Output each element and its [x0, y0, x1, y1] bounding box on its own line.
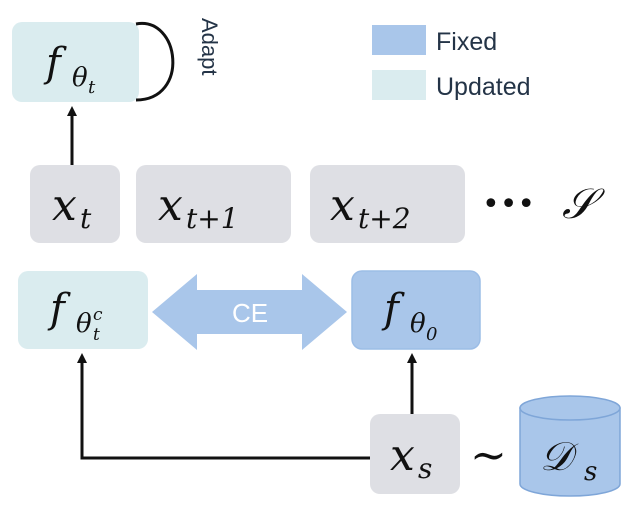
stream-symbol: 𝒮 [562, 179, 605, 228]
tilde-symbol: ∼ [470, 430, 507, 481]
f-theta-t-subsub: t [88, 77, 96, 98]
f-theta-tc-subsup: c [93, 305, 103, 325]
x-s-sub: s [418, 452, 432, 485]
sample-x-t-plus-2: x t+2 [310, 165, 465, 243]
model-f-theta-0: f θ 0 [351, 270, 481, 350]
d-s-sub: s [584, 457, 597, 487]
legend-updated-label: Updated [436, 73, 531, 101]
legend-fixed-swatch [372, 25, 426, 55]
source-dataset-cylinder: 𝒟 s [519, 395, 621, 497]
x-t-sub: t [80, 202, 92, 235]
f-theta-0-subsub: 0 [426, 324, 437, 345]
legend: Fixed Updated [372, 25, 531, 101]
ce-label: CE [232, 298, 268, 328]
f-theta-tc-sub: θ [76, 309, 92, 339]
x-t1-base: x [158, 180, 183, 231]
source-sample-x-s: x s [370, 414, 460, 494]
x-t-base: x [52, 180, 77, 231]
ce-double-arrow: CE [152, 274, 347, 350]
x-t2-sub: t+2 [358, 202, 411, 235]
legend-updated-swatch [372, 70, 426, 100]
model-f-theta-t-c: f θ c t [18, 271, 148, 349]
x-t1-sub: t+1 [186, 202, 239, 235]
ellipsis-dots: ••• [482, 187, 535, 222]
adapt-loop-arrow [135, 22, 175, 102]
arrow-xs-to-ftc [77, 353, 370, 460]
legend-fixed-label: Fixed [436, 28, 497, 56]
f-theta-tc-subsub: t [93, 325, 100, 345]
model-f-theta-t: f θ t [12, 22, 139, 102]
x-t2-base: x [330, 180, 355, 231]
sample-x-t-plus-1: x t+1 [136, 165, 291, 243]
f-theta-0-sub: θ [410, 309, 426, 339]
f-theta-t-sub: θ [72, 63, 88, 93]
sample-x-t: x t [30, 165, 120, 243]
adapt-label: Adapt [197, 18, 222, 76]
x-s-base: x [390, 430, 415, 481]
